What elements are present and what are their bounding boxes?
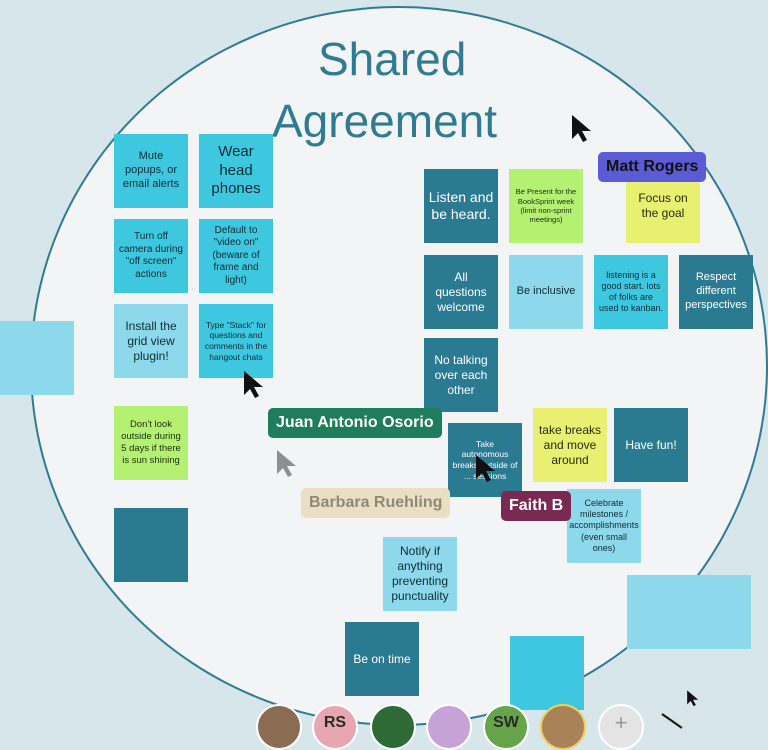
sticky-note-inclusive[interactable]: Be inclusive <box>509 255 583 329</box>
avatar[interactable] <box>370 704 416 750</box>
sticky-note-gridview[interactable]: Install the grid view plugin! <box>114 304 188 378</box>
sticky-note-outside[interactable]: Don't look outside during 5 days if ther… <box>114 406 188 480</box>
plus-icon: + <box>614 710 628 735</box>
sticky-note-notify[interactable]: Notify if anything preventing punctualit… <box>383 537 457 611</box>
collaborator-label-faith: Faith B <box>501 491 572 521</box>
avatar[interactable] <box>256 704 302 750</box>
sticky-note-celebrate[interactable]: Celebrate milestones / accomplishments (… <box>567 489 641 563</box>
sticky-note-breaks[interactable]: take breaks and move around <box>533 408 607 482</box>
avatar-initials: RS <box>323 714 347 731</box>
pen-icon[interactable] <box>660 712 684 729</box>
board-title-line2: Agreement <box>272 95 498 147</box>
blank-sticky-note[interactable] <box>0 321 74 395</box>
sticky-note-headphones[interactable]: Wear head phones <box>199 134 273 208</box>
sticky-note-ontime[interactable]: Be on time <box>345 622 419 696</box>
collaborator-label-barbara: Barbara Ruehling <box>301 488 451 518</box>
sticky-note-mute[interactable]: Mute popups, or email alerts <box>114 134 188 208</box>
sticky-note-fun[interactable]: Have fun! <box>614 408 688 482</box>
cursor-arrow-icon <box>572 115 591 142</box>
cursor-arrow-icon <box>476 455 495 482</box>
avatar[interactable]: SW <box>483 704 529 750</box>
blank-sticky-note[interactable] <box>627 575 751 649</box>
sticky-note-notalking[interactable]: No talking over each other <box>424 338 498 412</box>
avatar-initials: SW <box>493 714 519 731</box>
avatar[interactable] <box>426 704 472 750</box>
sticky-note-stack[interactable]: Type "Stack" for questions and comments … <box>199 304 273 378</box>
avatar[interactable] <box>540 704 586 750</box>
add-participant-button[interactable]: + <box>598 704 644 750</box>
cursor-arrow-icon <box>277 450 296 477</box>
sticky-note-respect[interactable]: Respect different perspectives <box>679 255 753 329</box>
sticky-note-kanban[interactable]: listening is a good start. lots of folks… <box>594 255 668 329</box>
avatar[interactable]: RS <box>312 704 358 750</box>
sticky-note-present[interactable]: Be Present for the BookSprint week (limi… <box>509 169 583 243</box>
sticky-note-listen[interactable]: Listen and be heard. <box>424 169 498 243</box>
sticky-note-questions[interactable]: All questions welcome <box>424 255 498 329</box>
blank-sticky-note[interactable] <box>510 636 584 710</box>
cursor-arrow-icon <box>244 371 263 398</box>
sticky-note-video[interactable]: Default to "video on" (beware of frame a… <box>199 219 273 293</box>
board-title-line1: Shared <box>318 33 467 85</box>
blank-sticky-note[interactable] <box>114 508 188 582</box>
collaborator-label-matt: Matt Rogers <box>598 152 707 182</box>
sticky-note-camera[interactable]: Turn off camera during "off screen" acti… <box>114 219 188 293</box>
cursor-arrow-icon <box>687 690 699 707</box>
collaborator-label-juan: Juan Antonio Osorio <box>268 408 442 438</box>
